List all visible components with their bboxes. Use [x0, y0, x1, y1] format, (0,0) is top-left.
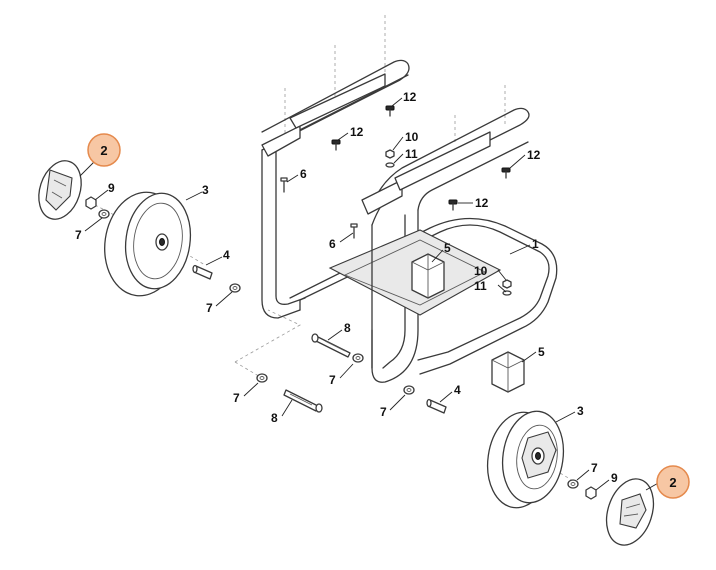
callout-12-c: 12: [527, 148, 541, 162]
nut-9-left: [85, 196, 97, 210]
callout-4-left: 4: [223, 248, 230, 262]
callout-3-left: 3: [202, 183, 209, 197]
callout-12-d: 12: [475, 196, 489, 210]
callout-11-lower: 11: [474, 279, 487, 293]
callout-11-upper: 11: [405, 147, 418, 161]
leader-lines: [79, 97, 661, 491]
callout-12-a: 12: [403, 90, 417, 104]
callout-6-upper: 6: [300, 167, 307, 181]
callout-7-right: 7: [591, 461, 598, 475]
screws-12: [331, 105, 511, 211]
washer-7-right: [567, 479, 579, 489]
callout-7-mid-a: 7: [329, 373, 336, 387]
svg-text:2: 2: [100, 143, 107, 158]
callout-2-bottom-right: 2: [656, 465, 690, 499]
callout-6-lower: 6: [329, 237, 336, 251]
callout-4-right: 4: [454, 383, 461, 397]
callout-8-lower: 8: [271, 411, 278, 425]
washer-7-left-b: [229, 283, 241, 293]
callout-9-right: 9: [611, 471, 618, 485]
washer-7-mid-b: [256, 373, 268, 383]
callout-10-lower: 10: [474, 264, 488, 278]
callout-10-upper: 10: [405, 130, 419, 144]
callout-7-mid-b: 7: [233, 391, 240, 405]
callout-7-left-b: 7: [206, 301, 213, 315]
svg-text:2: 2: [669, 475, 676, 490]
callout-12-b: 12: [350, 125, 364, 139]
part-5-lower: [491, 351, 525, 393]
frame-assembly: [261, 59, 558, 383]
callout-7-left-a: 7: [75, 228, 82, 242]
callout-5-upper: 5: [444, 241, 451, 255]
axle-left: [192, 264, 213, 280]
washer-7-mid-a: [352, 353, 364, 363]
callout-5-lower: 5: [538, 345, 545, 359]
bolt-8-lower: [283, 389, 323, 413]
wheel-right: [486, 410, 565, 509]
part-5-upper: [411, 253, 445, 299]
nuts-10-washers-11: [385, 149, 512, 296]
callout-2-top-left: 2: [87, 133, 121, 167]
callout-3-right: 3: [577, 404, 584, 418]
hub-cap-right: [605, 478, 655, 546]
washer-7-mid-c: [403, 385, 415, 395]
axle-right: [426, 398, 447, 414]
callout-7-mid-c: 7: [380, 405, 387, 419]
callout-8-upper: 8: [344, 321, 351, 335]
callout-1: 1: [532, 237, 539, 251]
hub-cap-left: [38, 160, 82, 220]
bolt-8-upper: [311, 333, 351, 358]
nut-9-right: [585, 486, 597, 500]
washer-7-left-a: [98, 209, 110, 219]
screws-6: [280, 177, 358, 239]
callout-9-left: 9: [108, 181, 115, 195]
wheel-left: [104, 191, 192, 297]
